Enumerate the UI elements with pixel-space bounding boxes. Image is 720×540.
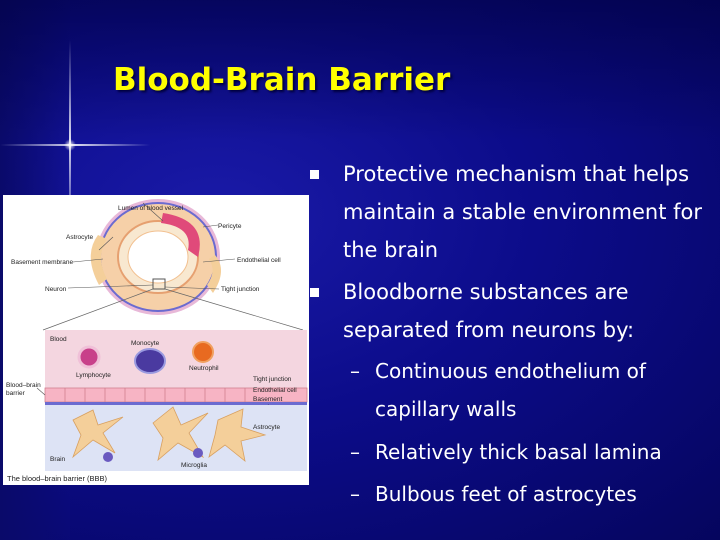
microglia-shapes — [103, 448, 203, 462]
label-bbb-2: barrier — [6, 390, 26, 397]
astrocyte-shapes — [72, 406, 267, 462]
label-endothelial-top: Endothelial cell — [237, 257, 281, 264]
neutrophil-cell — [192, 341, 214, 363]
label-blood: Blood — [50, 336, 67, 343]
bbb-figure: Lumen of blood vessel Pericyte Astrocyte… — [3, 195, 309, 485]
label-basement-bottom-1: Basement — [253, 396, 282, 403]
label-neuron: Neuron — [45, 286, 67, 293]
slide-title: Blood-Brain Barrier — [113, 62, 451, 98]
figure-caption: The blood–brain barrier (BBB) — [7, 474, 108, 483]
label-neutrophil: Neutrophil — [189, 365, 219, 372]
sub-bullet-text: Continuous endothelium of capillary wall… — [375, 359, 646, 421]
label-microglia: Microglia — [181, 462, 207, 469]
bullet-square-icon — [310, 288, 319, 297]
label-tight-bottom: Tight junction — [253, 376, 292, 383]
label-basement-top: Basement membrane — [11, 259, 74, 266]
bullet-text: Protective mechanism that helps maintain… — [343, 162, 703, 262]
label-astrocyte-bottom: Astrocyte — [253, 424, 280, 431]
monocyte-cell — [134, 348, 166, 374]
bullet-text: Bloodborne substances are separated from… — [343, 280, 635, 342]
dash-marker: – — [350, 482, 360, 506]
label-tight-top: Tight junction — [221, 286, 260, 293]
dash-marker: – — [350, 359, 360, 383]
sub-bullet-text: Relatively thick basal lamina — [375, 440, 662, 464]
light-flare-center — [64, 139, 76, 151]
bullet-square-icon — [310, 170, 319, 179]
label-lumen: Lumen of blood vessel — [118, 205, 184, 212]
label-brain: Brain — [50, 456, 66, 463]
label-lymphocyte: Lymphocyte — [76, 372, 111, 379]
top-shade-band — [0, 0, 720, 140]
label-astrocyte-top: Astrocyte — [66, 234, 93, 241]
basement-membrane-band — [45, 402, 307, 405]
label-bbb-1: Blood–brain — [6, 382, 41, 389]
lymphocyte-cell — [77, 345, 101, 369]
label-pericyte: Pericyte — [218, 223, 242, 230]
sub-bullet-text: Bulbous feet of astrocytes — [375, 482, 637, 506]
label-monocyte: Monocyte — [131, 340, 160, 347]
label-endothelial-bottom: Endothelial cell — [253, 387, 297, 394]
vessel-cross-section — [67, 199, 236, 315]
dash-marker: – — [350, 440, 360, 464]
